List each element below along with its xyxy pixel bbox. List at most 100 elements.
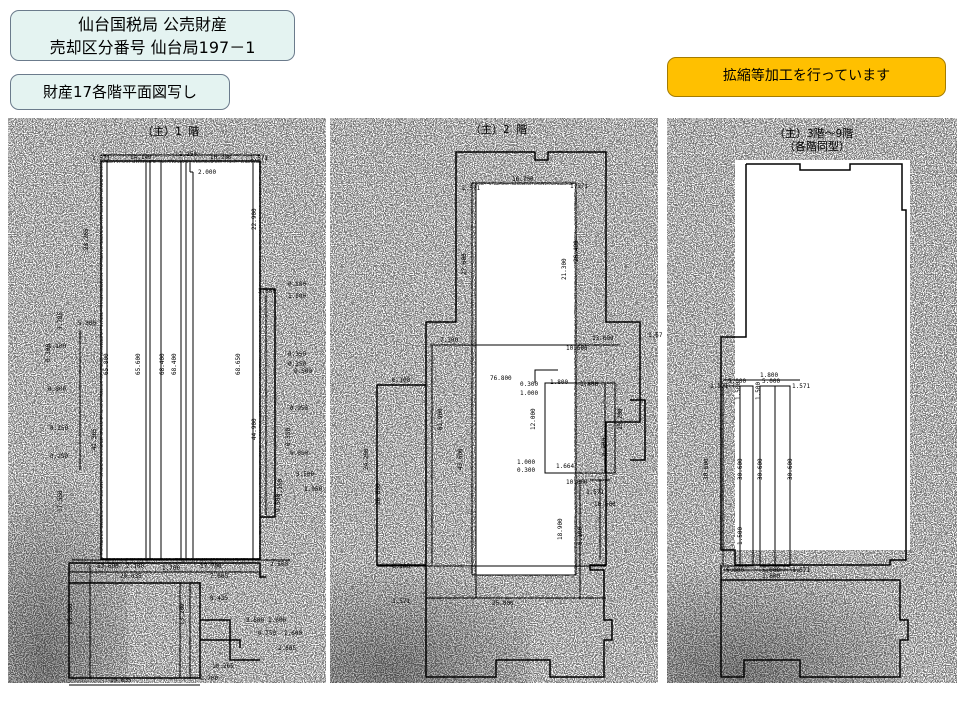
floor1-title: （主）1 階 (142, 124, 199, 138)
dim-f2-3: 21.300 (561, 258, 568, 280)
dim-f1-18: 68.400 (159, 353, 166, 375)
subtitle-box: 財産17各階平面図写し (10, 74, 230, 110)
dim-f1-11: 0.300 (45, 344, 52, 362)
dim-f3-13: 1.800 (762, 573, 780, 580)
dim-f1-31: 3.500 (296, 471, 314, 478)
dim-f1-53: 13.200 (179, 603, 186, 625)
dim-f1-27: 0.500 (294, 368, 312, 375)
dim-f3-12: 5.000 (726, 567, 744, 574)
notice-text: 拡縮等加工を行っています (722, 68, 891, 84)
dim-f1-52: 15.300 (67, 603, 74, 625)
dim-f1-38: 1.700 (162, 565, 180, 572)
dim-f1-49: 10.265 (212, 663, 234, 670)
dim-f1-24: 1.500 (288, 293, 306, 300)
dim-f3-2: 1.800 (760, 372, 778, 379)
dim-f2-0: 16.700 (512, 176, 534, 183)
dim-f1-2: 1.250 (179, 151, 197, 158)
dim-f2-29: 18.900 (557, 518, 564, 540)
dim-f2-8: 1.57 (648, 332, 663, 339)
dim-f1-13: 0.250 (50, 425, 68, 432)
header-title-box: 仙台国税局 公売財産 売却区分番号 仙台局197－1 (10, 10, 295, 61)
dim-f2-4: 26.400 (573, 240, 580, 262)
dim-f2-5: 1.571 (570, 183, 588, 190)
dim-f2-30: 6.100 (577, 527, 584, 545)
dim-f2-16: 1.000 (517, 459, 535, 466)
subtitle-text: 財産17各階平面図写し (42, 83, 198, 101)
dim-f1-44: 3.600 (246, 617, 264, 624)
dim-f1-19: 68.400 (171, 353, 178, 375)
dim-f1-4: 1.571 (250, 155, 268, 162)
dim-f1-20: 68.650 (235, 353, 242, 375)
dim-f3-6: 1.500 (755, 382, 762, 400)
dim-f2-10: 6.100 (392, 377, 410, 384)
floor2-inner-lines (377, 182, 620, 600)
dim-f2-23: 43.600 (457, 448, 464, 470)
dim-f3-14: 5.000 (762, 567, 780, 574)
processing-notice: 拡縮等加工を行っています (667, 57, 946, 97)
dim-f1-51: 19.635 (110, 677, 132, 684)
dim-f1-39: 17.700 (200, 563, 222, 570)
dim-f2-13: 0.300 (520, 381, 538, 388)
dim-f1-6: 28.265 (83, 228, 90, 250)
floor1-inner-lines (69, 154, 290, 686)
scan-shadow (8, 470, 897, 683)
dim-f1-47: 1.600 (284, 630, 302, 637)
dim-f1-34: 9.500 (275, 494, 282, 512)
dim-f2-27: 1.571 (392, 598, 410, 605)
floor2-plan: （主）2 階 16.700 1.571 27.600 21.300 (363, 122, 663, 678)
floor3-subtitle: （各階同型） (784, 139, 850, 153)
dim-f3-3: 5.000 (762, 378, 780, 385)
dim-f3-5: 1.500 (735, 382, 742, 400)
dim-f2-31: 10.600 (594, 501, 616, 508)
dim-f3-8: 30.600 (737, 458, 744, 480)
dim-f3-9: 30.600 (757, 458, 764, 480)
dim-f2-12: 1.800 (580, 381, 598, 388)
header-line-1: 仙台国税局 公売財産 (77, 15, 228, 34)
floor3-outline (720, 163, 909, 678)
dim-f3-0: 1.571 (710, 383, 728, 390)
dim-f2-22: 61.900 (437, 408, 444, 430)
dim-f2-17: 0.300 (517, 467, 535, 474)
dim-f1-36: 13.600 (97, 563, 119, 570)
dim-f3-15: 1.571 (792, 567, 810, 574)
dim-f1-40: 2.500 (270, 561, 288, 568)
dim-f1-42: 7.665 (210, 573, 228, 580)
dim-f1-14: 0.250 (50, 453, 68, 460)
dim-f1-7: 22.900 (251, 208, 258, 230)
floor1-plan: （主）1 階 (45, 124, 322, 686)
floor3-dims: 1.571 5.000 1.800 5.000 1.571 1.500 1.50… (703, 372, 810, 580)
dim-f1-29: 0.350 (285, 428, 292, 446)
dim-f1-10: 1.100 (48, 343, 66, 350)
dim-f1-5: 2.000 (198, 169, 216, 176)
header-line-2: 売却区分番号 仙台局197－1 (49, 38, 256, 57)
dim-f1-0: 1.571 (92, 155, 110, 162)
floor2-outline (376, 151, 646, 678)
floor1-dims: 1.571 14.140 1.250 10.200 1.571 2.000 28… (45, 151, 322, 684)
dim-f1-41: 20.635 (120, 573, 142, 580)
dim-f2-20: 10.600 (566, 479, 588, 486)
dim-f1-33: 1.150 (277, 479, 284, 497)
dim-f1-28: 0.950 (290, 405, 308, 412)
dim-f1-30: 6.050 (290, 450, 308, 457)
dim-f2-14: 1.000 (520, 390, 538, 397)
dim-f3-1: 5.000 (728, 378, 746, 385)
dim-f1-50: 1.700 (200, 675, 218, 682)
dim-f1-17: 65.600 (135, 353, 142, 375)
dim-f2-25: 26.800 (375, 483, 382, 505)
dim-f2-1: 1.571 (462, 185, 480, 192)
dim-f1-46: 0.750 (258, 630, 276, 637)
dim-f1-8: 5.300 (78, 320, 96, 327)
dim-f1-25: 0.350 (288, 351, 306, 358)
floor2-title: （主）2 階 (470, 122, 527, 136)
dim-f2-26: 8.100 (392, 563, 410, 570)
dim-f2-32: 23.200 (617, 408, 624, 430)
dim-f1-3: 10.200 (210, 154, 232, 161)
dim-f2-21: 76.800 (490, 375, 512, 382)
dim-f1-22: 3.500 (258, 288, 276, 295)
dim-f1-21: 44.900 (251, 418, 258, 440)
dim-f1-48: 2.665 (278, 645, 296, 652)
dim-f1-9: 3.785 (57, 312, 64, 330)
dim-f2-9: 10.600 (566, 345, 588, 352)
floor3-inner-lines (722, 379, 800, 571)
